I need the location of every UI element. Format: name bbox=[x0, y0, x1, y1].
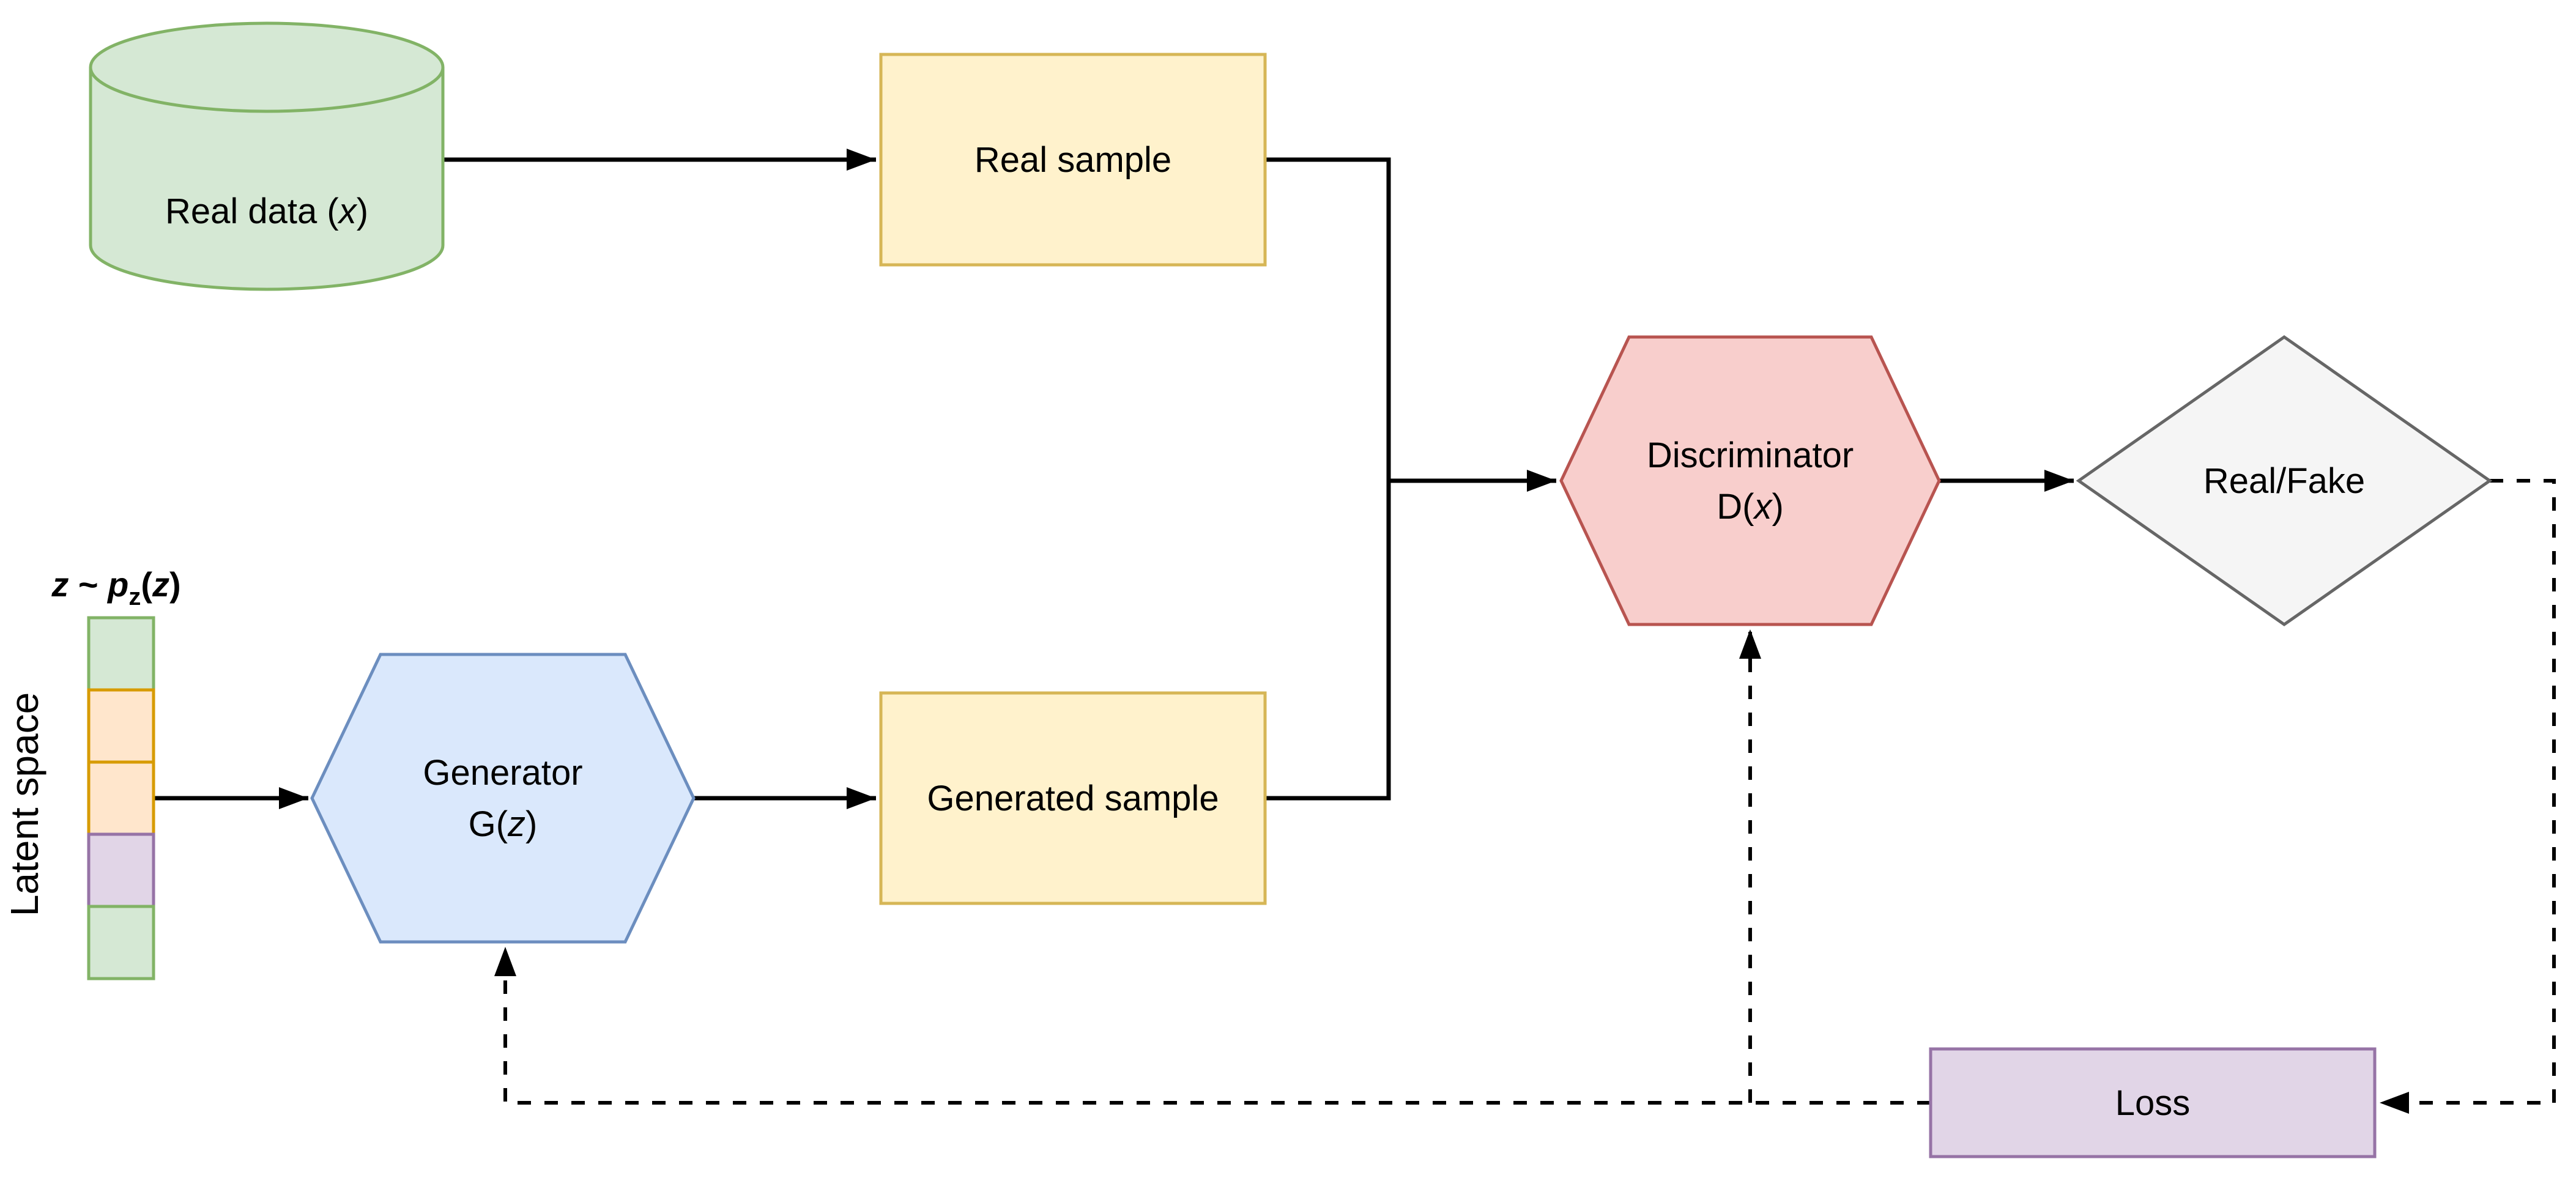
generator-hexagon bbox=[310, 653, 696, 944]
latent-formula: z ~ pz(z) bbox=[51, 565, 180, 610]
node-discriminator: Discriminator D(x) bbox=[1559, 335, 1941, 626]
latent-cell-orange bbox=[87, 760, 155, 836]
latent-cell-green bbox=[87, 616, 155, 692]
discriminator-hexagon bbox=[1559, 335, 1941, 626]
loss-label: Loss bbox=[2115, 1083, 2191, 1123]
latent-axis-label: Latent space bbox=[2, 692, 46, 917]
real-data-cylinder-rim bbox=[89, 67, 445, 113]
discriminator-fn-label: D(x) bbox=[1717, 487, 1784, 527]
discriminator-label: Discriminator bbox=[1647, 435, 1854, 475]
loss-box bbox=[1929, 1047, 2377, 1158]
node-real-fake: Real/Fake bbox=[2076, 335, 2493, 627]
latent-cells bbox=[87, 616, 155, 980]
real-data-label: Real data (x) bbox=[165, 191, 368, 231]
latent-cell-purple bbox=[87, 832, 155, 908]
node-real-data: Real data (x) bbox=[89, 21, 445, 291]
real-fake-label: Real/Fake bbox=[2203, 461, 2365, 501]
node-latent-space: z ~ pz(z) Latent space bbox=[2, 565, 181, 980]
generated-sample-label: Generated sample bbox=[927, 779, 1219, 818]
real-fake-diamond bbox=[2076, 335, 2493, 627]
generated-sample-box bbox=[879, 691, 1267, 905]
real-data-cylinder bbox=[89, 21, 445, 291]
latent-cell-orange bbox=[87, 688, 155, 764]
node-real-sample: Real sample bbox=[879, 53, 1267, 267]
node-loss: Loss bbox=[1929, 1047, 2377, 1158]
generator-fn-label: G(z) bbox=[469, 804, 538, 844]
edge-real-fake-to-loss bbox=[2380, 479, 2556, 1114]
node-generator: Generator G(z) bbox=[310, 653, 696, 944]
node-generated-sample: Generated sample bbox=[879, 691, 1267, 905]
generator-label: Generator bbox=[423, 753, 582, 793]
latent-cell-green bbox=[87, 905, 155, 980]
real-sample-label: Real sample bbox=[974, 140, 1171, 180]
real-sample-box bbox=[879, 53, 1267, 267]
